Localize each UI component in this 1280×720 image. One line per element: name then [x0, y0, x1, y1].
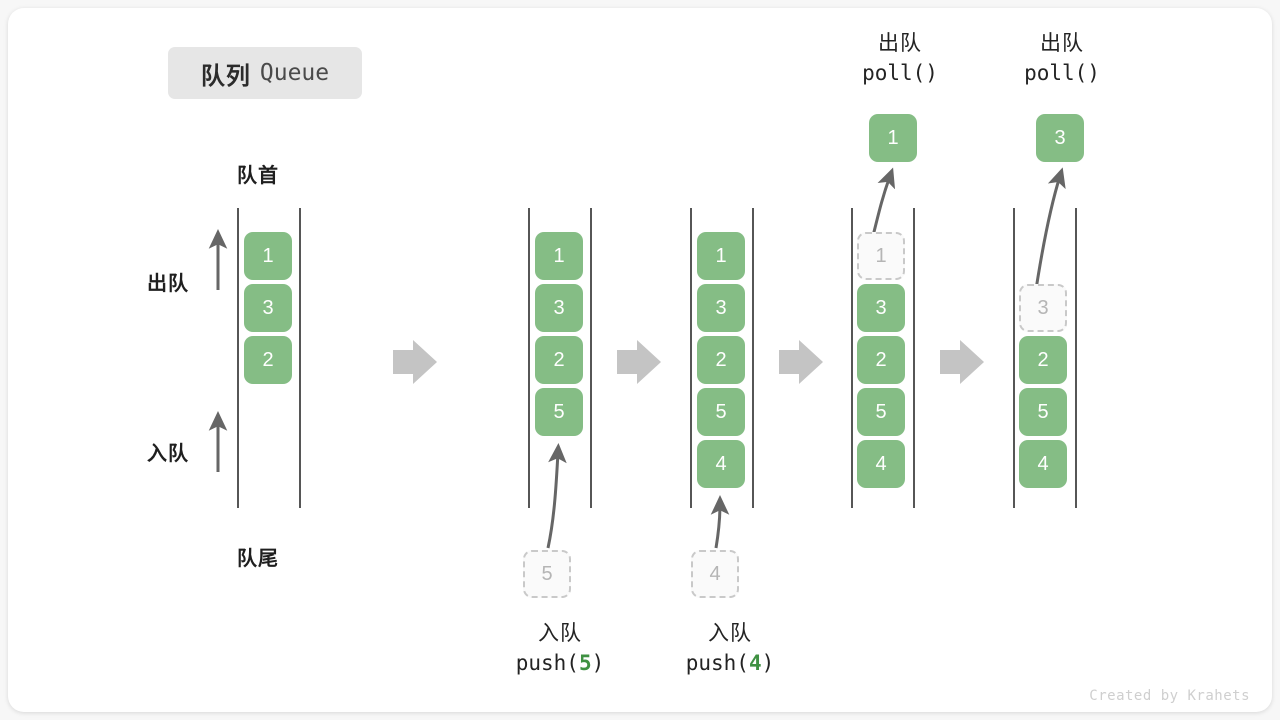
queue-cell: 5: [697, 388, 745, 436]
queue-cell: 2: [535, 336, 583, 384]
rail-left-col5: [1013, 208, 1015, 508]
rail-left-col4: [851, 208, 853, 508]
queue-cell: 1: [244, 232, 292, 280]
operation-cn-poll3: 出队: [1040, 32, 1084, 55]
queue-cell: 3: [857, 284, 905, 332]
queue-cell: 2: [244, 336, 292, 384]
queue-cell: 1: [535, 232, 583, 280]
label-queue-tail: 队尾: [237, 548, 279, 570]
watermark: Created by Krahets: [1089, 688, 1250, 704]
label-enqueue-direction: 入队: [147, 443, 189, 465]
pending-cell-5: 5: [523, 550, 571, 598]
polled-cell-1: 1: [869, 114, 917, 162]
operation-label-poll3: 出队 poll(): [972, 30, 1152, 89]
title-cn: 队列: [200, 62, 251, 90]
title-badge: 队列 Queue: [168, 47, 362, 99]
label-dequeue-direction: 出队: [147, 273, 189, 295]
label-queue-head: 队首: [237, 165, 279, 187]
rail-right-col4: [913, 208, 915, 508]
queue-cell: 2: [697, 336, 745, 384]
queue-cell: 5: [535, 388, 583, 436]
operation-cn-push5: 入队: [538, 622, 582, 645]
queue-cell: 4: [697, 440, 745, 488]
queue-cell: 3: [244, 284, 292, 332]
queue-cell: 1: [697, 232, 745, 280]
operation-code-poll3: poll(): [1024, 61, 1100, 86]
queue-cell: 3: [535, 284, 583, 332]
pending-cell-4: 4: [691, 550, 739, 598]
operation-cn-poll1: 出队: [878, 32, 922, 55]
queue-cell: 5: [857, 388, 905, 436]
removed-cell-slot: 3: [1019, 284, 1067, 332]
rail-right-col3: [752, 208, 754, 508]
operation-code-push4: push(4): [685, 651, 775, 676]
rail-left-col3: [690, 208, 692, 508]
diagram-card: [8, 8, 1272, 712]
operation-label-poll1: 出队 poll(): [810, 30, 990, 89]
queue-cell: 2: [857, 336, 905, 384]
removed-cell-slot: 1: [857, 232, 905, 280]
operation-label-push5: 入队 push(5): [470, 620, 650, 679]
rail-left-col1: [237, 208, 239, 508]
queue-cell: 4: [857, 440, 905, 488]
operation-label-push4: 入队 push(4): [640, 620, 820, 679]
operation-code-push5: push(5): [515, 651, 605, 676]
queue-cell: 2: [1019, 336, 1067, 384]
polled-cell-3: 3: [1036, 114, 1084, 162]
operation-code-poll1: poll(): [862, 61, 938, 86]
queue-cell: 3: [697, 284, 745, 332]
rail-left-col2: [528, 208, 530, 508]
operation-cn-push4: 入队: [708, 622, 752, 645]
rail-right-col2: [590, 208, 592, 508]
queue-cell: 5: [1019, 388, 1067, 436]
queue-cell: 4: [1019, 440, 1067, 488]
title-en: Queue: [259, 60, 330, 86]
rail-right-col1: [299, 208, 301, 508]
rail-right-col5: [1075, 208, 1077, 508]
